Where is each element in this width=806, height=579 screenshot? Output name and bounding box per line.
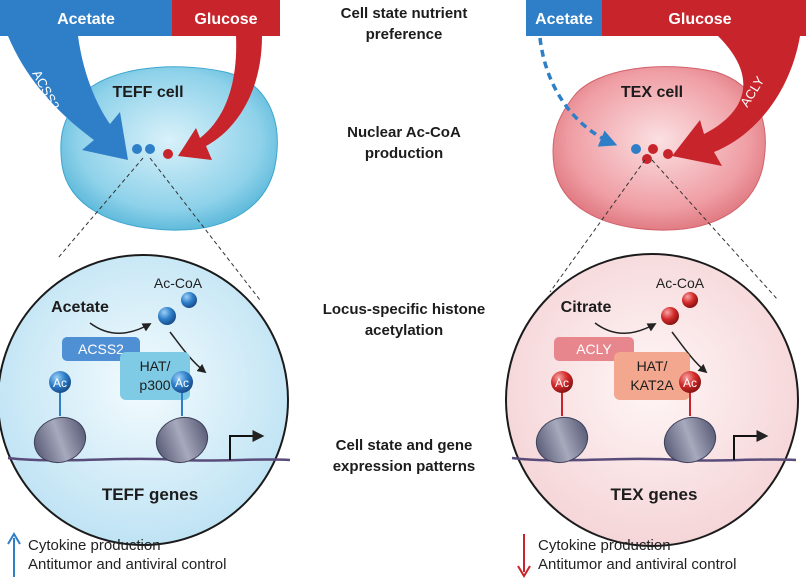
citrate-substrate-label: Citrate [561, 299, 612, 316]
acetate-dashed-arrow [538, 37, 618, 147]
nucleosome-right-2 [663, 416, 717, 464]
teff-outcome-line1: Cytokine production [28, 537, 161, 554]
teff-red-dot [163, 149, 173, 159]
hat-kat2a-box [614, 352, 690, 400]
ac-mark-right-1 [551, 371, 573, 393]
teff-blue-dot-1 [132, 144, 142, 154]
acly-enzyme-label: ACLY [576, 341, 612, 357]
ac-mark-right-2 [679, 371, 701, 393]
ac-mark-2 [171, 371, 193, 393]
acetyl-transfer-arrow-right [671, 331, 708, 374]
teff-panel: Acetate Glucose TEFF cell ACSS2 Acetate … [0, 0, 291, 577]
acetate-header-box-right [526, 0, 602, 36]
center-row4-line1: Cell state and gene [336, 437, 473, 454]
hat-label-right: HAT/ [637, 358, 668, 374]
up-arrow-head-icon [7, 532, 21, 545]
acetate-header-label-right: Acetate [535, 11, 593, 28]
teff-blue-dot-2 [145, 144, 155, 154]
acetate-conversion-arrow [89, 322, 152, 334]
tex-red-dot-2 [663, 149, 673, 159]
transcription-start-arrow [229, 430, 265, 460]
acetate-to-nucleus-arrow [8, 36, 128, 160]
ac-coa-label-right: Ac-CoA [656, 275, 705, 291]
tex-cell-body [552, 66, 766, 231]
nucleosome-1 [33, 416, 87, 464]
teff-cell-label: TEFF cell [112, 84, 183, 101]
ac-mark-2-label: Ac [175, 376, 189, 390]
tex-outcome-line2: Antitumor and antiviral control [538, 556, 737, 573]
tex-cell-label: TEX cell [621, 84, 683, 101]
center-row4-line2: expression patterns [333, 458, 476, 475]
ac-coa-ball-1 [181, 292, 197, 308]
glucose-header-label: Glucose [194, 11, 257, 28]
center-row2-line2: production [365, 145, 443, 162]
center-row3-line1: Locus-specific histone [323, 301, 486, 318]
center-row1-line1: Cell state nutrient [341, 5, 468, 22]
ac-mark-right-1-label: Ac [555, 376, 569, 390]
ac-coa-ball-right-1 [682, 292, 698, 308]
zoom-line-right-right [651, 159, 779, 301]
hat-p300-box [120, 352, 190, 400]
glucose-header-label-right: Glucose [668, 11, 731, 28]
acetate-header-box [0, 0, 172, 36]
ac-mark-1 [49, 371, 71, 393]
ac-coa-label: Ac-CoA [154, 275, 203, 291]
teff-outcome-text: Cytokine production Antitumor and antivi… [28, 536, 226, 574]
center-row3-line2: acetylation [365, 322, 443, 339]
zoom-line-right [149, 157, 261, 301]
ac-coa-ball-2 [158, 307, 176, 325]
tex-outcome-text: Cytokine production Antitumor and antivi… [538, 536, 736, 574]
glucose-to-nucleus-arrow [178, 36, 262, 160]
acly-enzyme-box [554, 337, 634, 361]
center-row2-line1: Nuclear Ac-CoA [347, 124, 461, 141]
nucleosome-2 [155, 416, 209, 464]
acetate-header-label: Acetate [57, 11, 115, 28]
hat-label: HAT/ [140, 358, 171, 374]
tex-blue-dot [631, 144, 641, 154]
transcription-start-arrow-right [733, 430, 769, 460]
citrate-conversion-arrow [594, 322, 657, 334]
zoom-line-left [57, 157, 144, 259]
ac-mark-1-label: Ac [53, 376, 67, 390]
tex-genes-label: TEX genes [611, 485, 698, 504]
acss2-enzyme-box [62, 337, 140, 361]
acss2-enzyme-label: ACSS2 [78, 341, 124, 357]
teff-outcome-line2: Antitumor and antiviral control [28, 556, 227, 573]
zoom-line-left-right [549, 159, 646, 293]
ac-coa-ball-right-2 [661, 307, 679, 325]
tex-panel: Acetate Glucose TEX cell ACLY Citrate Ac… [505, 0, 806, 578]
center-row1-line2: preference [366, 26, 443, 43]
teff-cell-body [60, 66, 278, 231]
kat2a-label: KAT2A [630, 377, 674, 393]
tex-red-dot-1 [648, 144, 658, 154]
nucleosome-right-1 [535, 416, 589, 464]
glucose-header-box [172, 0, 280, 36]
tex-outcome-line1: Cytokine production [538, 537, 671, 554]
glucose-to-nucleus-arrow-right [672, 36, 800, 166]
down-arrow-head-icon [517, 565, 531, 578]
teff-genes-label: TEFF genes [102, 485, 198, 504]
p300-label: p300 [139, 377, 170, 393]
ac-mark-right-2-label: Ac [683, 376, 697, 390]
acetate-substrate-label: Acetate [51, 299, 109, 316]
glucose-header-box-right [602, 0, 806, 36]
center-labels: Cell state nutrient preference Nuclear A… [323, 5, 486, 475]
